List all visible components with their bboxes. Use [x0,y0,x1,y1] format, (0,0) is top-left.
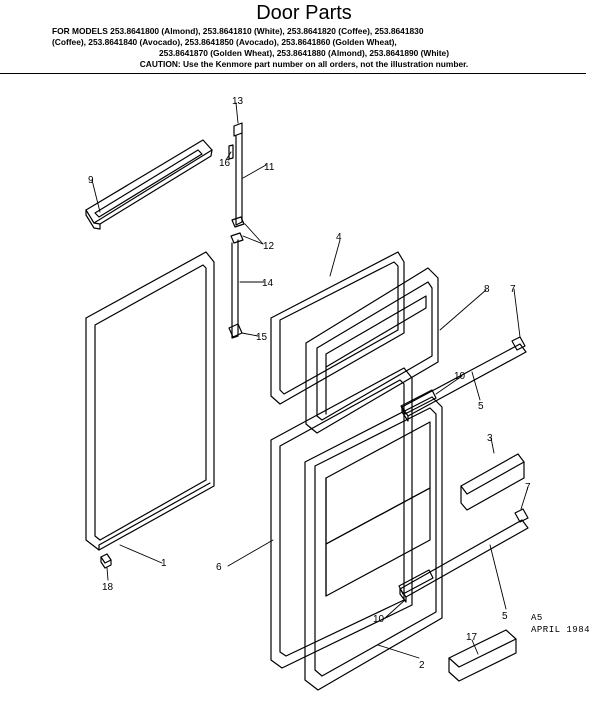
callout-11: 11 [264,162,275,173]
leader-lines [91,102,529,659]
page-title: Door Parts [256,2,352,24]
fresh-food-shelf-assembly [398,508,529,603]
callout-5-lower: 5 [502,611,508,622]
callout-3: 3 [487,433,493,444]
upper-hinge-assembly [228,122,245,339]
fresh-food-door-gasket [85,251,215,551]
callout-13: 13 [232,96,244,107]
callout-10-lower: 10 [373,614,385,625]
header-rule [0,73,586,74]
models-line-3: 253.8641870 (Golden Wheat), 253.8641880 … [159,48,449,58]
callout-12: 12 [263,241,275,252]
callout-5-upper: 5 [478,401,484,412]
callout-15: 15 [256,332,268,343]
models-line-2: (Coffee), 253.8641840 (Avocado), 253.864… [52,37,397,47]
callout-2: 2 [419,660,425,671]
callout-17: 17 [466,632,478,643]
callout-1: 1 [161,558,167,569]
dairy-door [460,453,525,511]
callout-10-upper: 10 [454,371,466,382]
callout-6: 6 [216,562,222,573]
small-bin [448,629,517,682]
callout-9: 9 [88,175,94,186]
freezer-door-gasket [85,139,213,230]
callout-16: 16 [219,158,231,169]
models-line-1: FOR MODELS 253.8641800 (Almond), 253.864… [52,26,424,36]
revision-code: A5 [531,613,543,623]
freezer-door-liner [305,267,439,434]
revision-date: APRIL 1984 [531,625,591,635]
callout-7-lower: 7 [525,482,531,493]
freezer-door-panel [270,251,405,405]
fresh-food-door-liner [304,396,443,691]
callout-labels: 13 16 11 9 12 14 15 4 8 7 10 5 3 7 1 6 1… [88,96,531,671]
callout-18: 18 [102,582,114,593]
callout-7-upper: 7 [510,284,516,295]
callout-8: 8 [484,284,490,295]
callout-4: 4 [336,232,342,243]
lower-hinge-part [100,553,112,569]
callout-14: 14 [262,278,274,289]
caution-note: CAUTION: Use the Kenmore part number on … [139,59,469,69]
fresh-food-door-panel [270,367,413,669]
